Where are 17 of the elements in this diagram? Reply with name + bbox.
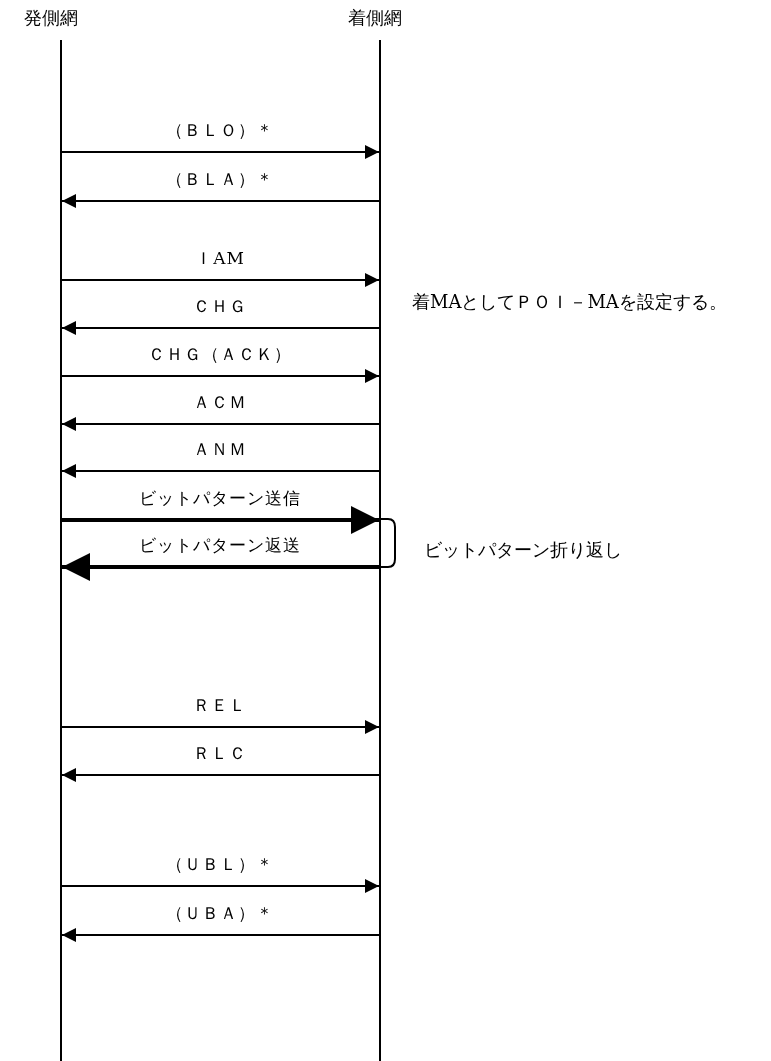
lane-heading: 発側網 — [24, 6, 78, 30]
note-text: ビットパターン折り返し — [424, 538, 623, 562]
arrow — [61, 928, 380, 942]
arrow — [61, 879, 380, 893]
arrow — [61, 273, 380, 287]
arrow — [61, 321, 380, 335]
arrow — [61, 194, 380, 208]
arrow — [61, 768, 380, 782]
arrow — [61, 369, 380, 383]
arrow — [62, 506, 379, 534]
note-text: 着MAとしてＰＯＩ－MAを設定する。 — [412, 290, 728, 314]
arrow — [61, 720, 380, 734]
arrow — [61, 417, 380, 431]
arrow — [62, 553, 379, 581]
lane-heading: 着側網 — [348, 6, 402, 30]
arrow — [61, 464, 380, 478]
arrow — [61, 145, 380, 159]
